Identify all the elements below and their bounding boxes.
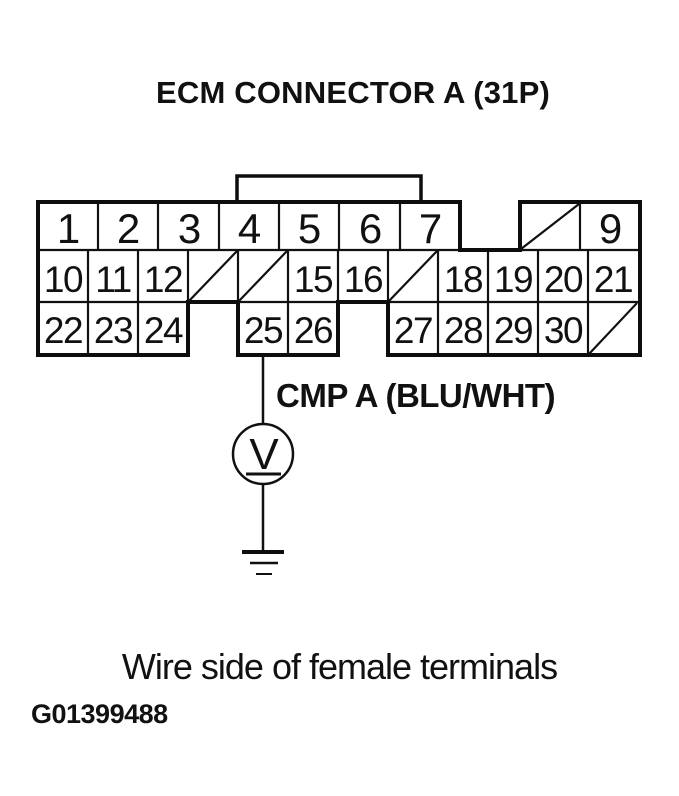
- pin-label: 3: [178, 205, 200, 252]
- pin-label: 5: [298, 205, 320, 252]
- wire-color-label: CMP A (BLU/WHT): [276, 377, 556, 414]
- pin-label: 29: [494, 310, 532, 351]
- pin-label: 23: [94, 310, 132, 351]
- pin-label: 19: [494, 259, 532, 300]
- page-title: ECM CONNECTOR A (31P): [155, 75, 551, 110]
- pin-label: 7: [419, 205, 441, 252]
- pin-label: 18: [444, 259, 482, 300]
- diagram-caption: Wire side of female terminals: [121, 646, 558, 687]
- pin-label: 1: [57, 205, 79, 252]
- pin-label: 20: [544, 259, 583, 300]
- unused-pin-17-slash: [388, 250, 438, 302]
- pin-label: 24: [144, 310, 183, 351]
- voltmeter-symbol: V: [231, 422, 295, 486]
- unused-pin-13-slash: [188, 250, 238, 302]
- unused-pin-14-slash: [238, 250, 288, 302]
- pin-label: 6: [359, 205, 381, 252]
- pin-label: 2: [117, 205, 139, 252]
- figure-id: G01399488: [31, 699, 168, 729]
- pin-label: 27: [394, 310, 432, 351]
- pin-label: 12: [144, 259, 182, 300]
- pin-label: 21: [594, 259, 632, 300]
- unused-pin-31-slash: [588, 302, 638, 355]
- pin-label: 28: [444, 310, 482, 351]
- unused-pin-8-slash: [520, 203, 580, 250]
- pin-label: 10: [44, 259, 83, 300]
- connector-outline: [36, 200, 642, 357]
- pin-label: 4: [238, 205, 261, 252]
- pin-label: 22: [44, 310, 82, 351]
- pin-label: 16: [344, 259, 382, 300]
- voltmeter-letter: V: [249, 430, 279, 479]
- pin-label: 11: [95, 259, 130, 300]
- ground-symbol: [242, 550, 284, 575]
- pin-label: 15: [294, 259, 333, 300]
- connector-keyway: [235, 174, 423, 203]
- unused-pin-cells: [188, 203, 638, 355]
- pin-label: 25: [244, 310, 283, 351]
- pin-label: 30: [544, 310, 583, 351]
- pin-label: 26: [294, 310, 332, 351]
- pin-labels: 1 2 3 4 5 6 7 9 10 11 12 15 16 18 19 20 …: [44, 205, 634, 351]
- pin-label: 9: [599, 205, 621, 252]
